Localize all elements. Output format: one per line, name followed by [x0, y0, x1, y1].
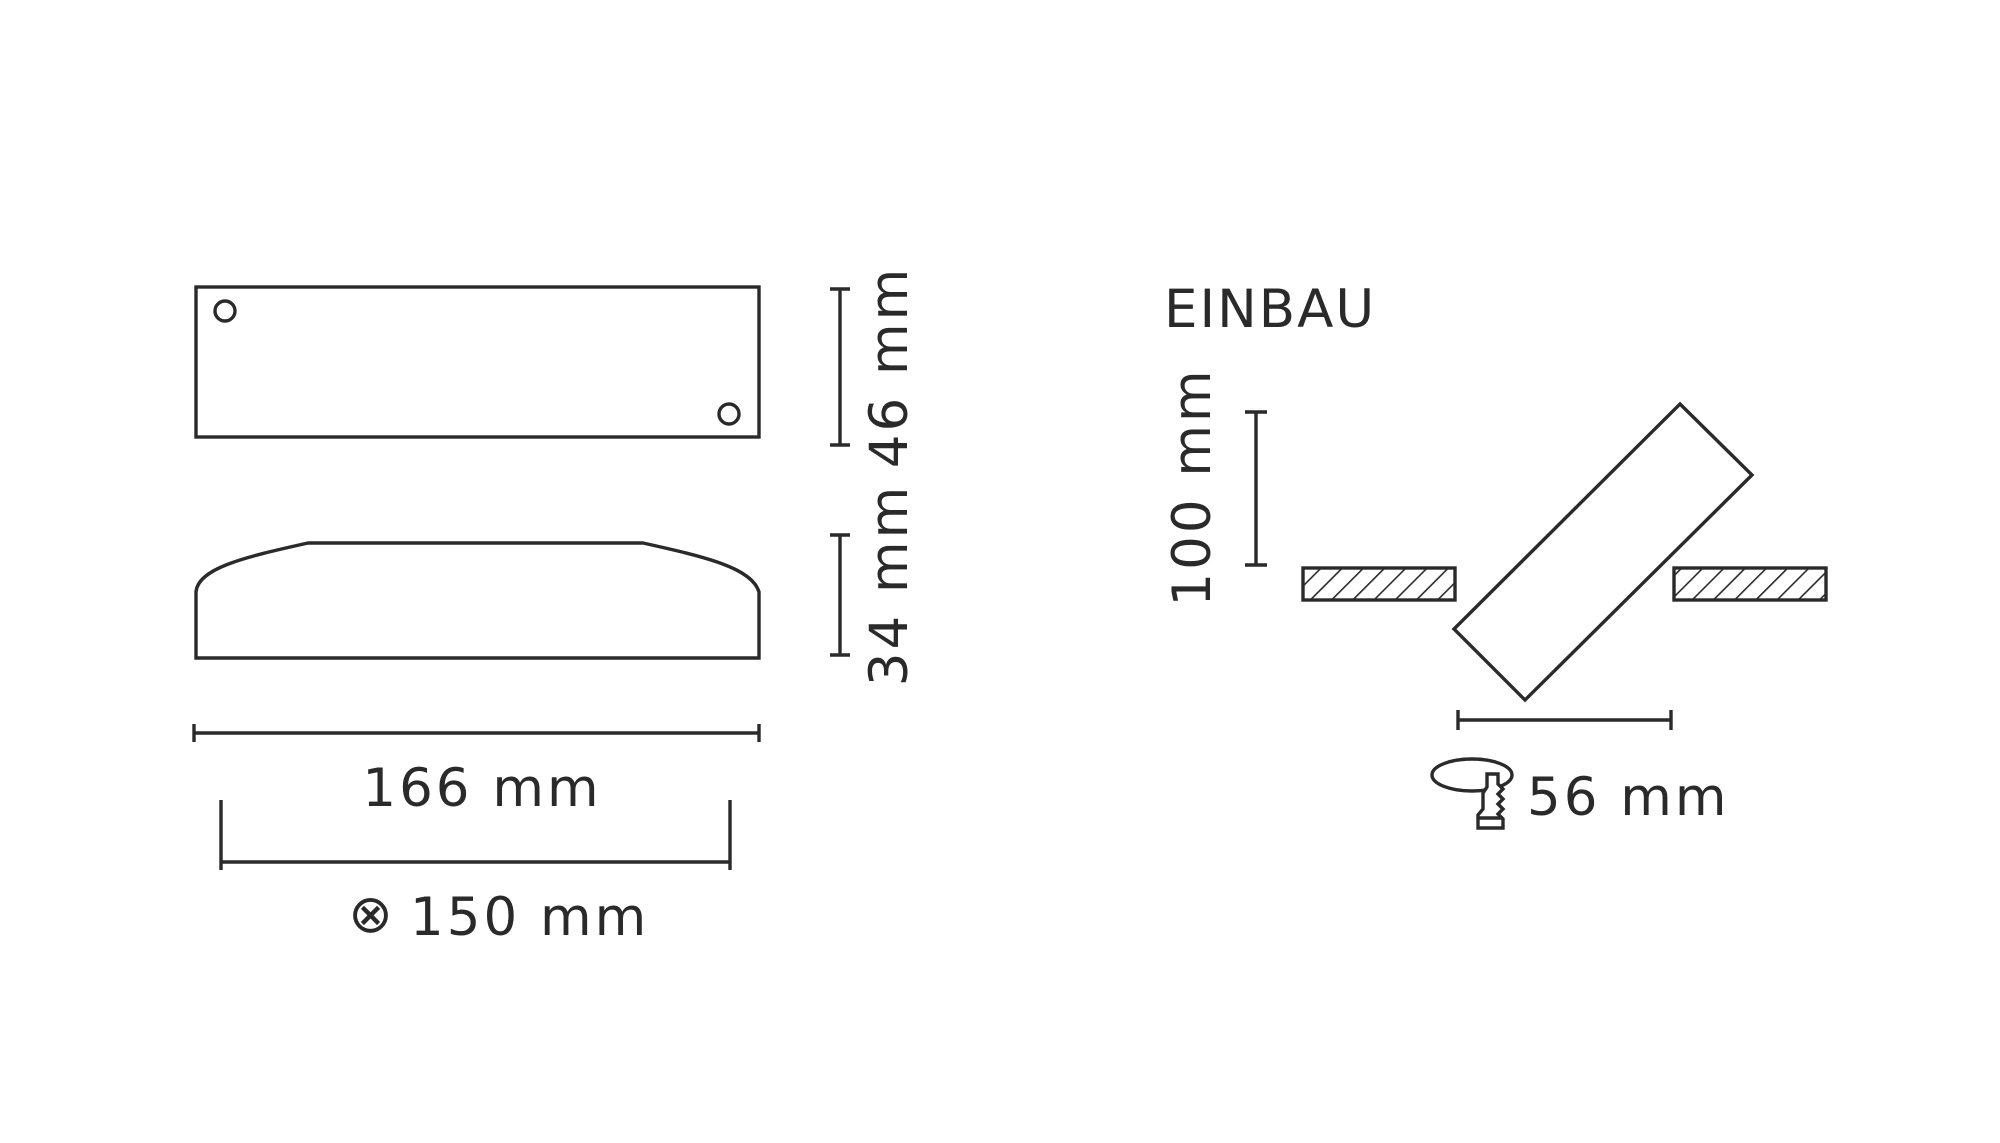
- width-dimension: 166 mm: [192, 724, 761, 819]
- top-view: [194, 285, 761, 439]
- mounting-hole-right: [717, 402, 741, 426]
- depth-dimension: 46 mm: [830, 266, 920, 469]
- hole-spacing-label: 150 mm: [410, 887, 649, 948]
- clearance-dimension: 100 mm: [1162, 367, 1267, 607]
- ceiling-right: [1672, 566, 1828, 602]
- drill-hole-saw-icon: [1430, 757, 1514, 830]
- clearance-label: 100 mm: [1162, 367, 1223, 606]
- top-view-outline: [194, 285, 761, 439]
- width-label: 166 mm: [362, 758, 601, 819]
- depth-label: 46 mm: [859, 266, 920, 469]
- side-view: [194, 541, 761, 660]
- installation-heading: EINBAU: [1164, 279, 1376, 340]
- mounting-hole-left: [213, 299, 237, 323]
- height-label: 34 mm: [859, 484, 920, 687]
- ceiling-left: [1301, 566, 1457, 602]
- cutout-dimension: [1456, 710, 1673, 730]
- tilted-luminaire: [1451, 401, 1755, 703]
- hole-spacing-symbol: ⊗: [348, 884, 395, 945]
- height-dimension: 34 mm: [830, 484, 920, 687]
- hole-spacing-dimension: ⊗ 150 mm: [219, 800, 732, 948]
- side-view-outline: [194, 541, 761, 660]
- cutout-label: 56 mm: [1527, 767, 1730, 828]
